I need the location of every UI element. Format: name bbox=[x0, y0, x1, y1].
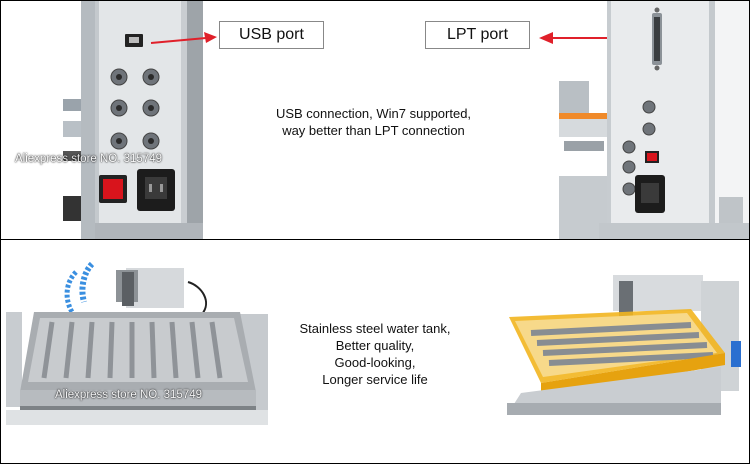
lpt-port-label: LPT port bbox=[425, 21, 530, 49]
tank-caption-line: Stainless steel water tank, bbox=[299, 321, 451, 336]
steel-water-tank-photo bbox=[6, 242, 268, 425]
usb-connection-caption: USB connection, Win7 supported, way bett… bbox=[251, 105, 496, 139]
lpt-machine-photo bbox=[559, 1, 749, 239]
usb-caption-line: way better than LPT connection bbox=[282, 123, 465, 138]
usb-machine-photo bbox=[63, 1, 203, 239]
watermark-top: Aliexpress store NO. 315749 bbox=[15, 153, 163, 165]
usb-caption-line: USB connection, Win7 supported, bbox=[275, 106, 472, 121]
tank-caption-line: Better quality, bbox=[335, 338, 415, 353]
orange-water-tank-photo bbox=[501, 275, 745, 415]
water-tank-caption: Stainless steel water tank, Better quali… bbox=[263, 320, 487, 388]
usb-port-label: USB port bbox=[219, 21, 324, 49]
section-divider bbox=[1, 239, 749, 240]
watermark-bottom: Aliexpress store NO. 315749 bbox=[55, 389, 203, 401]
tank-caption-line: Good-looking, bbox=[334, 355, 416, 370]
tank-caption-line: Longer service life bbox=[322, 372, 428, 387]
